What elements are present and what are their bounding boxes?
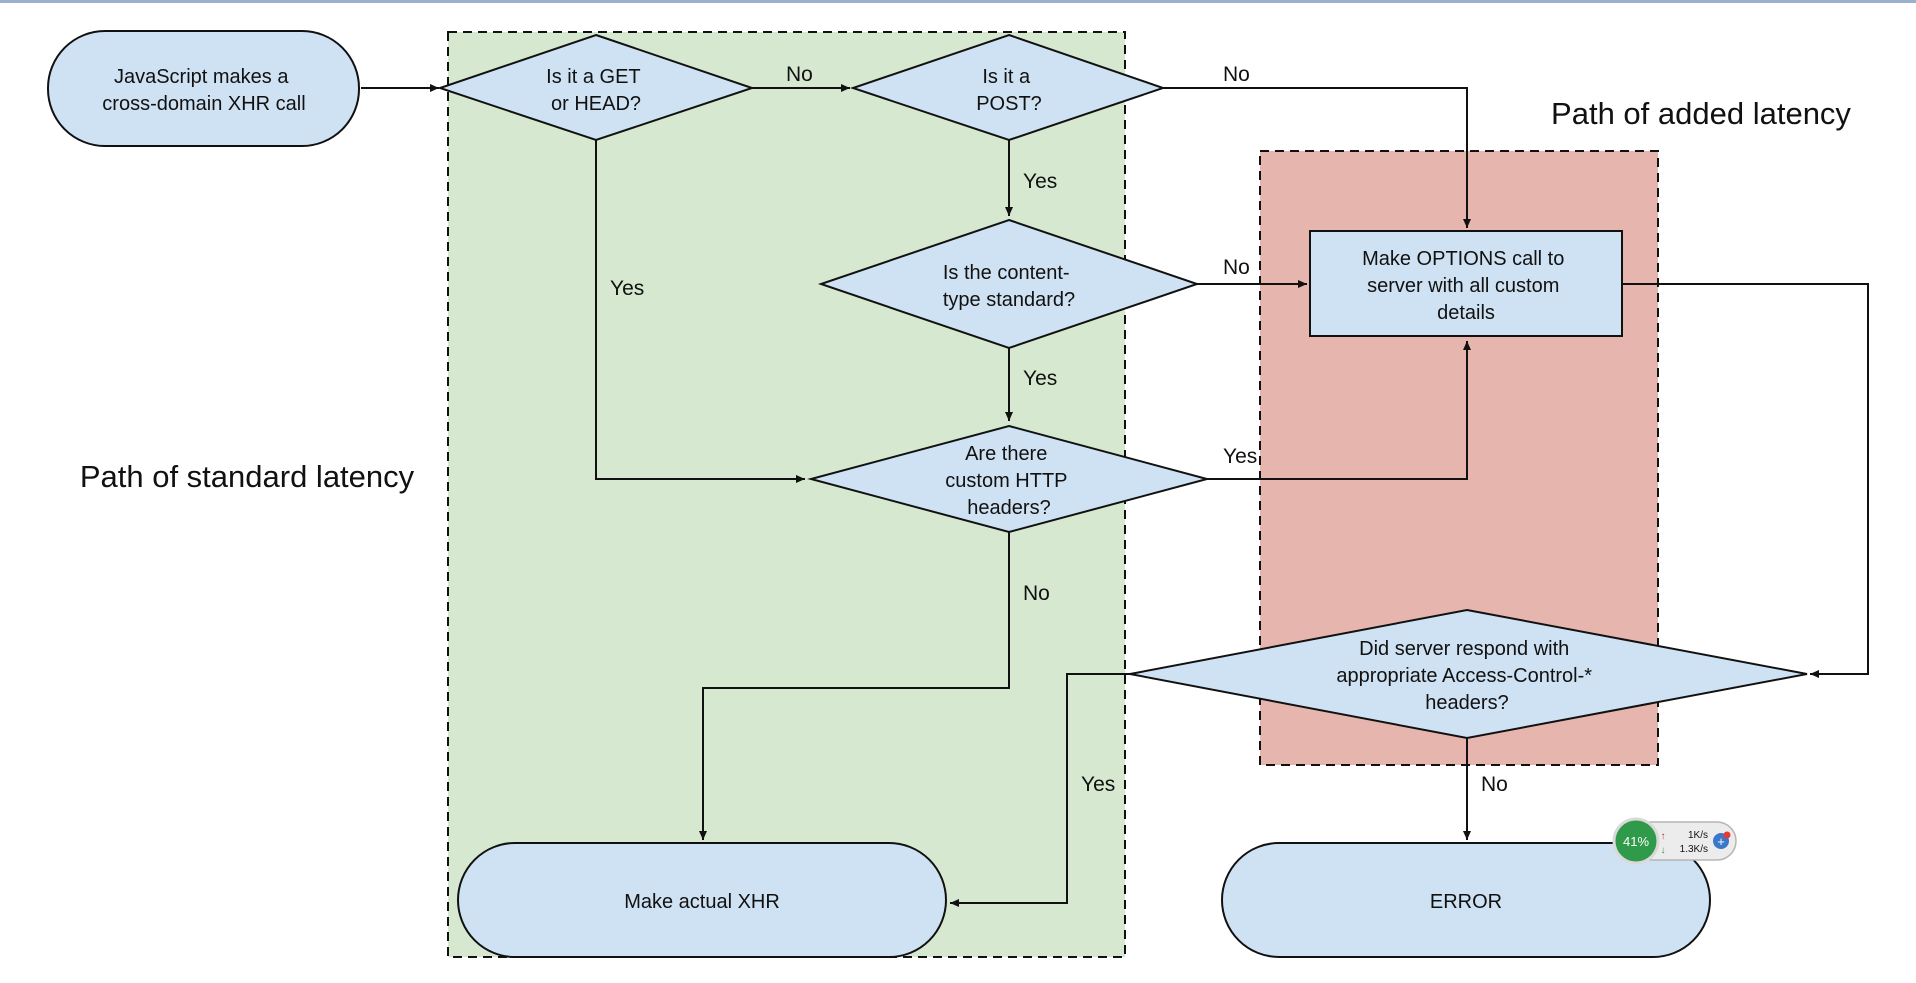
edge-label-server-yes: Yes bbox=[1081, 773, 1115, 796]
widget-download-speed: 1.3K/s bbox=[1680, 844, 1708, 855]
get-line-2: or HEAD? bbox=[551, 93, 641, 115]
decision-content-type-text: Is the content- type standard? bbox=[943, 262, 1075, 311]
decision-server-response-text: Did server respond with appropriate Acce… bbox=[1336, 638, 1597, 714]
edge-label-post-no: No bbox=[1223, 63, 1250, 86]
edge-server-yes bbox=[950, 673, 1130, 907]
start-terminal bbox=[47, 30, 360, 147]
node-shapes bbox=[47, 30, 1808, 958]
decision-server-response bbox=[1129, 608, 1808, 740]
server-line-3: headers? bbox=[1425, 692, 1508, 714]
start-line-1: JavaScript makes a bbox=[114, 66, 289, 88]
widget-percent-text: 41% bbox=[1623, 834, 1649, 849]
decision-custom-headers-text: Are there custom HTTP headers? bbox=[945, 443, 1072, 519]
widget-notification-dot bbox=[1723, 831, 1731, 839]
region-added-label: Path of added latency bbox=[1551, 96, 1851, 131]
widget-upload-speed: 1K/s bbox=[1688, 830, 1708, 841]
edge-label-get-yes: Yes bbox=[610, 277, 644, 300]
decision-content-type bbox=[817, 218, 1201, 350]
decision-get-or-head-text: Is it a GET or HEAD? bbox=[546, 66, 646, 115]
decision-get-or-head bbox=[436, 33, 756, 142]
plus-icon: + bbox=[1717, 834, 1725, 849]
end-make-xhr bbox=[457, 842, 947, 958]
edge-label-headers-no: No bbox=[1023, 582, 1050, 605]
decision-is-post bbox=[849, 33, 1167, 142]
options-line-1: Make OPTIONS call to bbox=[1362, 248, 1564, 270]
network-speed-widget[interactable]: 41% ↑ ↓ 1K/s 1.3K/s + bbox=[1612, 817, 1737, 865]
top-scrollbar[interactable] bbox=[0, 0, 1916, 3]
edge-options-to-server bbox=[1622, 283, 1869, 678]
edge-post-no bbox=[1163, 87, 1471, 228]
edge-label-content-no: No bbox=[1223, 256, 1250, 279]
end-error-text: ERROR bbox=[1430, 891, 1502, 913]
widget-percent-badge[interactable] bbox=[1612, 817, 1660, 865]
edge-label-server-no: No bbox=[1481, 773, 1508, 796]
edge-label-post-yes: Yes bbox=[1023, 170, 1057, 193]
decision-custom-headers bbox=[807, 424, 1211, 534]
edge-get-yes bbox=[595, 140, 805, 483]
start-terminal-text: JavaScript makes a cross-domain XHR call bbox=[102, 66, 305, 115]
edge-headers-no bbox=[699, 532, 1010, 840]
download-arrow-icon: ↓ bbox=[1661, 845, 1666, 856]
headers-line-2: custom HTTP bbox=[945, 470, 1067, 492]
edge-label-content-yes: Yes bbox=[1023, 367, 1057, 390]
upload-arrow-icon: ↑ bbox=[1661, 831, 1666, 842]
edge-headers-yes bbox=[1207, 341, 1471, 480]
end-make-xhr-text: Make actual XHR bbox=[624, 891, 780, 913]
process-options-call bbox=[1309, 230, 1623, 337]
content-line-2: type standard? bbox=[943, 289, 1075, 311]
process-options-call-text: Make OPTIONS call to server with all cus… bbox=[1362, 248, 1570, 324]
edge-label-headers-yes: Yes bbox=[1223, 445, 1257, 468]
headers-line-3: headers? bbox=[967, 497, 1050, 519]
end-error bbox=[1221, 842, 1711, 958]
options-line-3: details bbox=[1437, 302, 1495, 324]
connectors bbox=[361, 84, 1869, 907]
start-line-2: cross-domain XHR call bbox=[102, 93, 305, 115]
get-line-1: Is it a GET bbox=[546, 66, 640, 88]
server-line-2: appropriate Access-Control-* bbox=[1336, 665, 1592, 687]
region-standard-label: Path of standard latency bbox=[80, 459, 415, 494]
edge-label-get-no: No bbox=[786, 63, 813, 86]
decision-is-post-text: Is it a POST? bbox=[976, 66, 1042, 115]
options-line-2: server with all custom bbox=[1367, 275, 1559, 297]
content-line-1: Is the content- bbox=[943, 262, 1070, 284]
post-line-1: Is it a bbox=[982, 66, 1031, 88]
server-line-1: Did server respond with bbox=[1359, 638, 1569, 660]
post-line-2: POST? bbox=[976, 93, 1042, 115]
headers-line-1: Are there bbox=[965, 443, 1047, 465]
